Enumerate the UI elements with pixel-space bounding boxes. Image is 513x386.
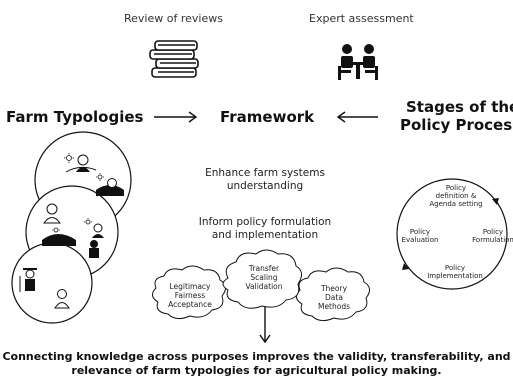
cloud-right-item: Methods bbox=[317, 302, 351, 311]
cloud-right-item: Data bbox=[325, 293, 343, 302]
cycle-arrowhead-top bbox=[492, 198, 499, 205]
arrow-typologies-to-framework bbox=[154, 111, 198, 123]
arrow-stages-to-framework bbox=[336, 111, 378, 123]
farmer-icon bbox=[89, 240, 99, 258]
cloud-left-item: Fairness bbox=[174, 291, 206, 300]
cloud-left-item: Acceptance bbox=[168, 300, 212, 309]
farm-typology-circles bbox=[11, 131, 132, 324]
cloud-right-label: Theory Data Methods bbox=[302, 284, 366, 311]
conclusion-line1: Connecting knowledge across purposes imp… bbox=[2, 350, 511, 363]
farmer-icon bbox=[76, 154, 90, 172]
label-stages-line2: Policy Process bbox=[400, 116, 513, 134]
stage-formulation-line1: Policy bbox=[482, 228, 504, 236]
farmer-icon bbox=[19, 268, 37, 292]
cloud-center-item: Transfer bbox=[248, 264, 280, 273]
cloud-center bbox=[222, 249, 302, 309]
cloud-center-item: Validation bbox=[245, 282, 283, 291]
sun-icon bbox=[52, 227, 60, 233]
cloud-center-label: Transfer Scaling Validation bbox=[232, 264, 296, 291]
farmer-icon bbox=[106, 178, 118, 193]
stage-evaluation-line1: Policy bbox=[409, 228, 431, 236]
farm-illustrations bbox=[19, 153, 124, 309]
label-stages-line1: Stages of the bbox=[406, 98, 513, 116]
farmer-icon bbox=[54, 289, 70, 309]
label-expert-assessment: Expert assessment bbox=[309, 12, 414, 25]
stage-implementation-line2: Implementation bbox=[427, 272, 483, 280]
purpose-inform-line1: Inform policy formulation bbox=[198, 216, 332, 228]
conclusion-line2: relevance of farm typologies for agricul… bbox=[71, 364, 442, 377]
farmer-icon bbox=[92, 223, 104, 238]
label-review-of-reviews: Review of reviews bbox=[124, 12, 223, 25]
policy-cycle bbox=[396, 178, 508, 290]
sun-icon bbox=[84, 218, 92, 225]
typology-circle-3 bbox=[11, 242, 93, 324]
farmer-icon bbox=[43, 203, 61, 224]
meeting-icon bbox=[338, 44, 378, 80]
cloud-left-label: Legitimacy Fairness Acceptance bbox=[158, 282, 222, 309]
books-icon bbox=[149, 40, 199, 78]
field-icon bbox=[42, 234, 76, 246]
stage-agenda-setting: Policy definition & Agenda setting bbox=[426, 184, 486, 208]
stage-agenda-line2: definition & bbox=[435, 192, 477, 200]
label-framework: Framework bbox=[220, 108, 315, 126]
cloud-center-item: Scaling bbox=[250, 273, 278, 282]
stage-formulation: Policy Formulation bbox=[468, 228, 513, 244]
stage-implementation: Policy Implementation bbox=[425, 264, 485, 280]
stage-implementation-line1: Policy bbox=[444, 264, 466, 272]
purpose-enhance: Enhance farm systems understanding bbox=[200, 167, 330, 193]
cloud-right bbox=[296, 267, 370, 322]
cloud-right-item: Theory bbox=[320, 284, 348, 293]
label-farm-typologies: Farm Typologies bbox=[6, 108, 144, 126]
purpose-inform-line2: and implementation bbox=[211, 229, 319, 241]
stage-evaluation: Policy Evaluation bbox=[400, 228, 440, 244]
stage-agenda-line1: Policy bbox=[445, 184, 467, 192]
cloud-left bbox=[152, 265, 226, 320]
cloud-left-item: Legitimacy bbox=[169, 282, 211, 291]
purpose-enhance-line1: Enhance farm systems bbox=[205, 167, 325, 179]
stage-evaluation-line2: Evaluation bbox=[401, 236, 439, 244]
purpose-enhance-line2: understanding bbox=[226, 180, 304, 192]
cycle-arrowhead-bottom bbox=[402, 263, 409, 270]
arrow-down-to-conclusion bbox=[259, 307, 271, 344]
purpose-inform: Inform policy formulation and implementa… bbox=[190, 216, 340, 242]
stage-formulation-line2: Formulation bbox=[472, 236, 513, 244]
sun-icon bbox=[96, 173, 104, 181]
stage-agenda-line3: Agenda setting bbox=[429, 200, 483, 208]
sun-icon bbox=[64, 153, 74, 163]
conclusion-text: Connecting knowledge across purposes imp… bbox=[0, 350, 513, 378]
